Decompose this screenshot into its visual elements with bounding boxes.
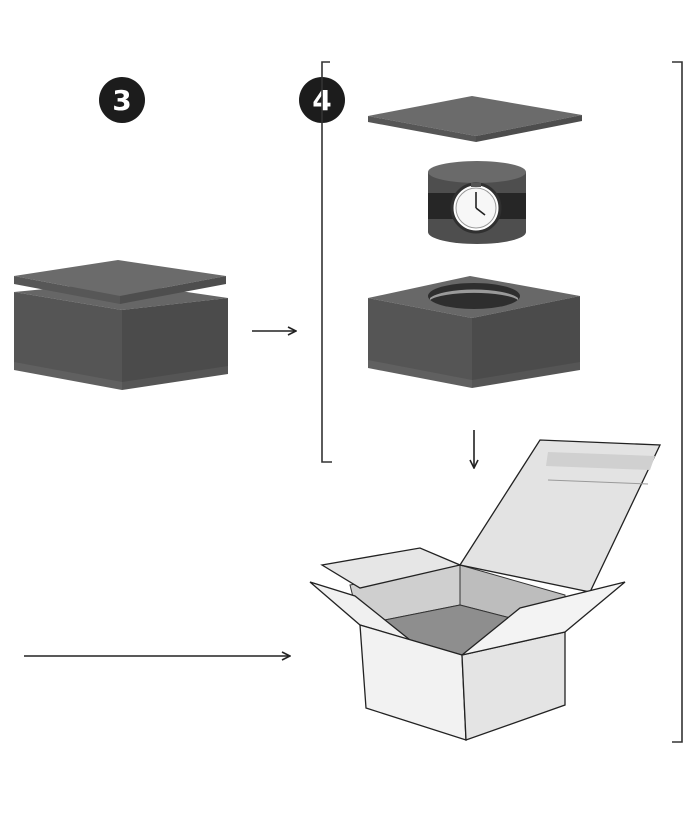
- bracket-icon: [321, 61, 332, 463]
- bracket-icon: [672, 61, 683, 743]
- watch-icon: [428, 161, 526, 244]
- closed-foam-box: [14, 260, 228, 390]
- step-3-badge: 3: [99, 77, 145, 123]
- step-3-number: 3: [112, 84, 131, 117]
- lid-icon: [14, 260, 226, 304]
- foam-insert-icon: [368, 276, 580, 388]
- shipping-carton-icon: [309, 439, 662, 741]
- lid-icon: [368, 96, 582, 142]
